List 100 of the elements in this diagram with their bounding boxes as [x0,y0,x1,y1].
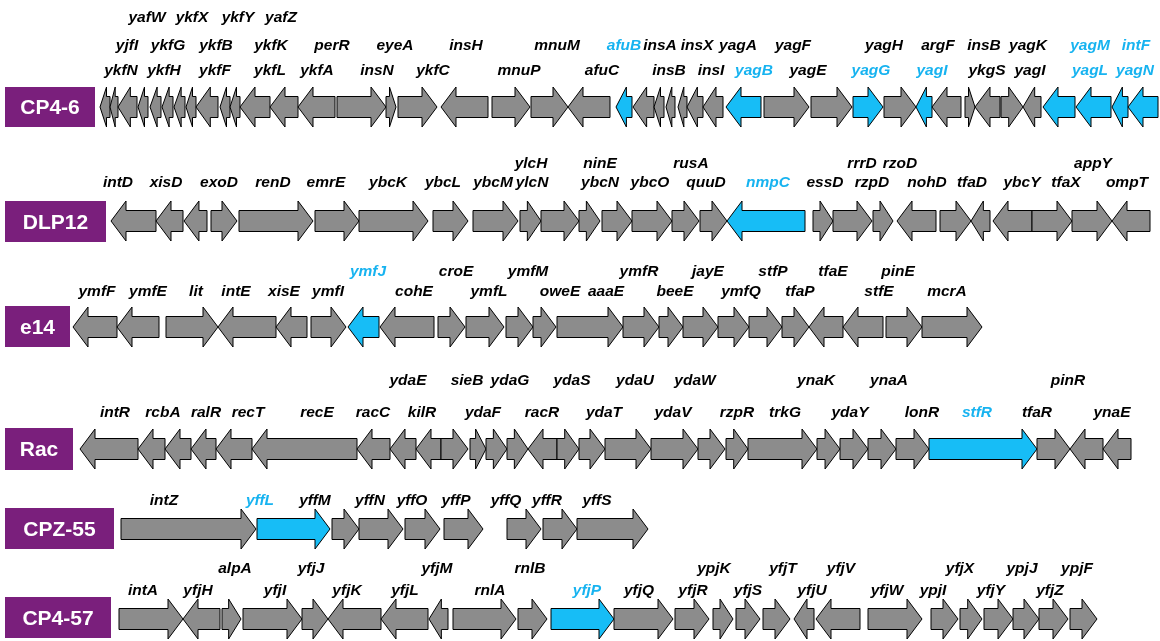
gene-label: aaaE [587,282,625,300]
gene-label: ymfJ [349,262,387,280]
gene-label: cohE [395,282,433,300]
gene-label: yagB [735,61,773,79]
gene-label: ybcO [630,173,670,191]
gene-label: sieB [450,371,484,389]
gene-label: yfjS [733,581,763,599]
gene-label: trkG [769,403,801,421]
gene-label: intA [127,581,159,599]
gene-label: ykfN [104,61,138,79]
prophage-label-box: Rac [5,428,73,470]
gene-label: yagL [1071,61,1109,79]
gene-label: essD [806,173,844,191]
gene-label: rusA [673,154,709,172]
gene-label: tfaE [818,262,848,280]
gene-label: yagA [719,36,757,54]
gene-label: yffP [441,491,471,509]
gene-label: rcbA [145,403,181,421]
gene-label: tfaX [1051,173,1081,191]
gene-label: yfjI [263,581,287,599]
gene-label: ymfQ [721,282,761,300]
gene-label: perR [314,36,350,54]
gene-label: yagK [1009,36,1047,54]
gene-label: yafW [128,8,166,26]
gene-label: quuD [686,173,726,191]
gene-label: stfE [864,282,894,300]
gene-label: rzpD [854,173,890,191]
gene-label: lit [189,282,203,300]
gene-label: ydaU [616,371,654,389]
gene-label: ydaF [464,403,502,421]
gene-label: racC [355,403,391,421]
gene-label: afuB [606,36,642,54]
gene-label: nmpC [746,173,790,191]
gene-label: yffO [396,491,428,509]
gene-label: ykfC [416,61,450,79]
gene-label: pinR [1050,371,1086,389]
gene-label: rnlB [514,559,546,577]
gene-label: ykfB [199,36,233,54]
gene-label: yagI [1014,61,1046,79]
gene-label: afuC [584,61,620,79]
gene-label: argF [921,36,955,54]
gene-label: yagE [789,61,827,79]
gene-label: appY [1074,154,1112,172]
gene-label: yfjQ [623,581,655,599]
gene-label: yffQ [490,491,522,509]
gene-label: yffN [355,491,385,509]
gene-label: ydaY [831,403,869,421]
gene-label: croE [438,262,474,280]
gene-label: mnuM [534,36,580,54]
gene-label: yagF [774,36,812,54]
gene-label: ynaA [870,371,908,389]
gene-label: ybcL [424,173,462,191]
gene-label: intE [221,282,251,300]
gene-label: ralR [190,403,222,421]
gene-label: lonR [904,403,940,421]
gene-label: ymfF [78,282,116,300]
gene-label: kilR [407,403,437,421]
gene-label: tfaP [785,282,815,300]
gene-label: racR [524,403,560,421]
gene-label: yfjK [332,581,362,599]
gene-label: nohD [907,173,947,191]
gene-label: renD [255,173,291,191]
gene-label: tfaR [1021,403,1053,421]
gene-label: yjfI [115,36,139,54]
gene-label: ykfG [150,36,186,54]
gene-label: ybcK [369,173,407,191]
gene-label: stfP [758,262,788,280]
gene-label: yfjJ [297,559,325,577]
gene-label: ymfE [129,282,167,300]
gene-label: insB [652,61,686,79]
gene-label: yagH [865,36,903,54]
gene-label: mnuP [497,61,541,79]
gene-label: ynaE [1093,403,1131,421]
gene-label: ykfF [199,61,231,79]
gene-label: ykgS [968,61,1006,79]
gene-label: yfjH [183,581,213,599]
gene-label: tfaD [956,173,988,191]
gene-label: pinE [881,262,915,280]
gene-label: ylcN [515,173,549,191]
gene-label: insA [643,36,677,54]
gene-label: rrrD [847,154,877,172]
gene-label: insB [967,36,1001,54]
gene-label: yfjM [421,559,453,577]
gene-label: ydaG [490,371,530,389]
gene-label: ynaK [797,371,835,389]
gene-label: jayE [692,262,724,280]
gene-label: oweE [539,282,581,300]
gene-label: intZ [149,491,179,509]
gene-label: xisD [149,173,183,191]
gene-label: ydaW [674,371,716,389]
gene-label: stfR [961,403,993,421]
gene-label: rzpR [719,403,755,421]
gene-label: alpA [218,559,252,577]
gene-label: yffL [245,491,275,509]
gene-label: yfjW [870,581,904,599]
gene-label: yagN [1116,61,1154,79]
gene-label: ypjJ [1006,559,1038,577]
gene-label: ykfY [221,8,255,26]
prophage-label-box: CP4-6 [5,87,95,127]
gene-label: emrE [306,173,346,191]
